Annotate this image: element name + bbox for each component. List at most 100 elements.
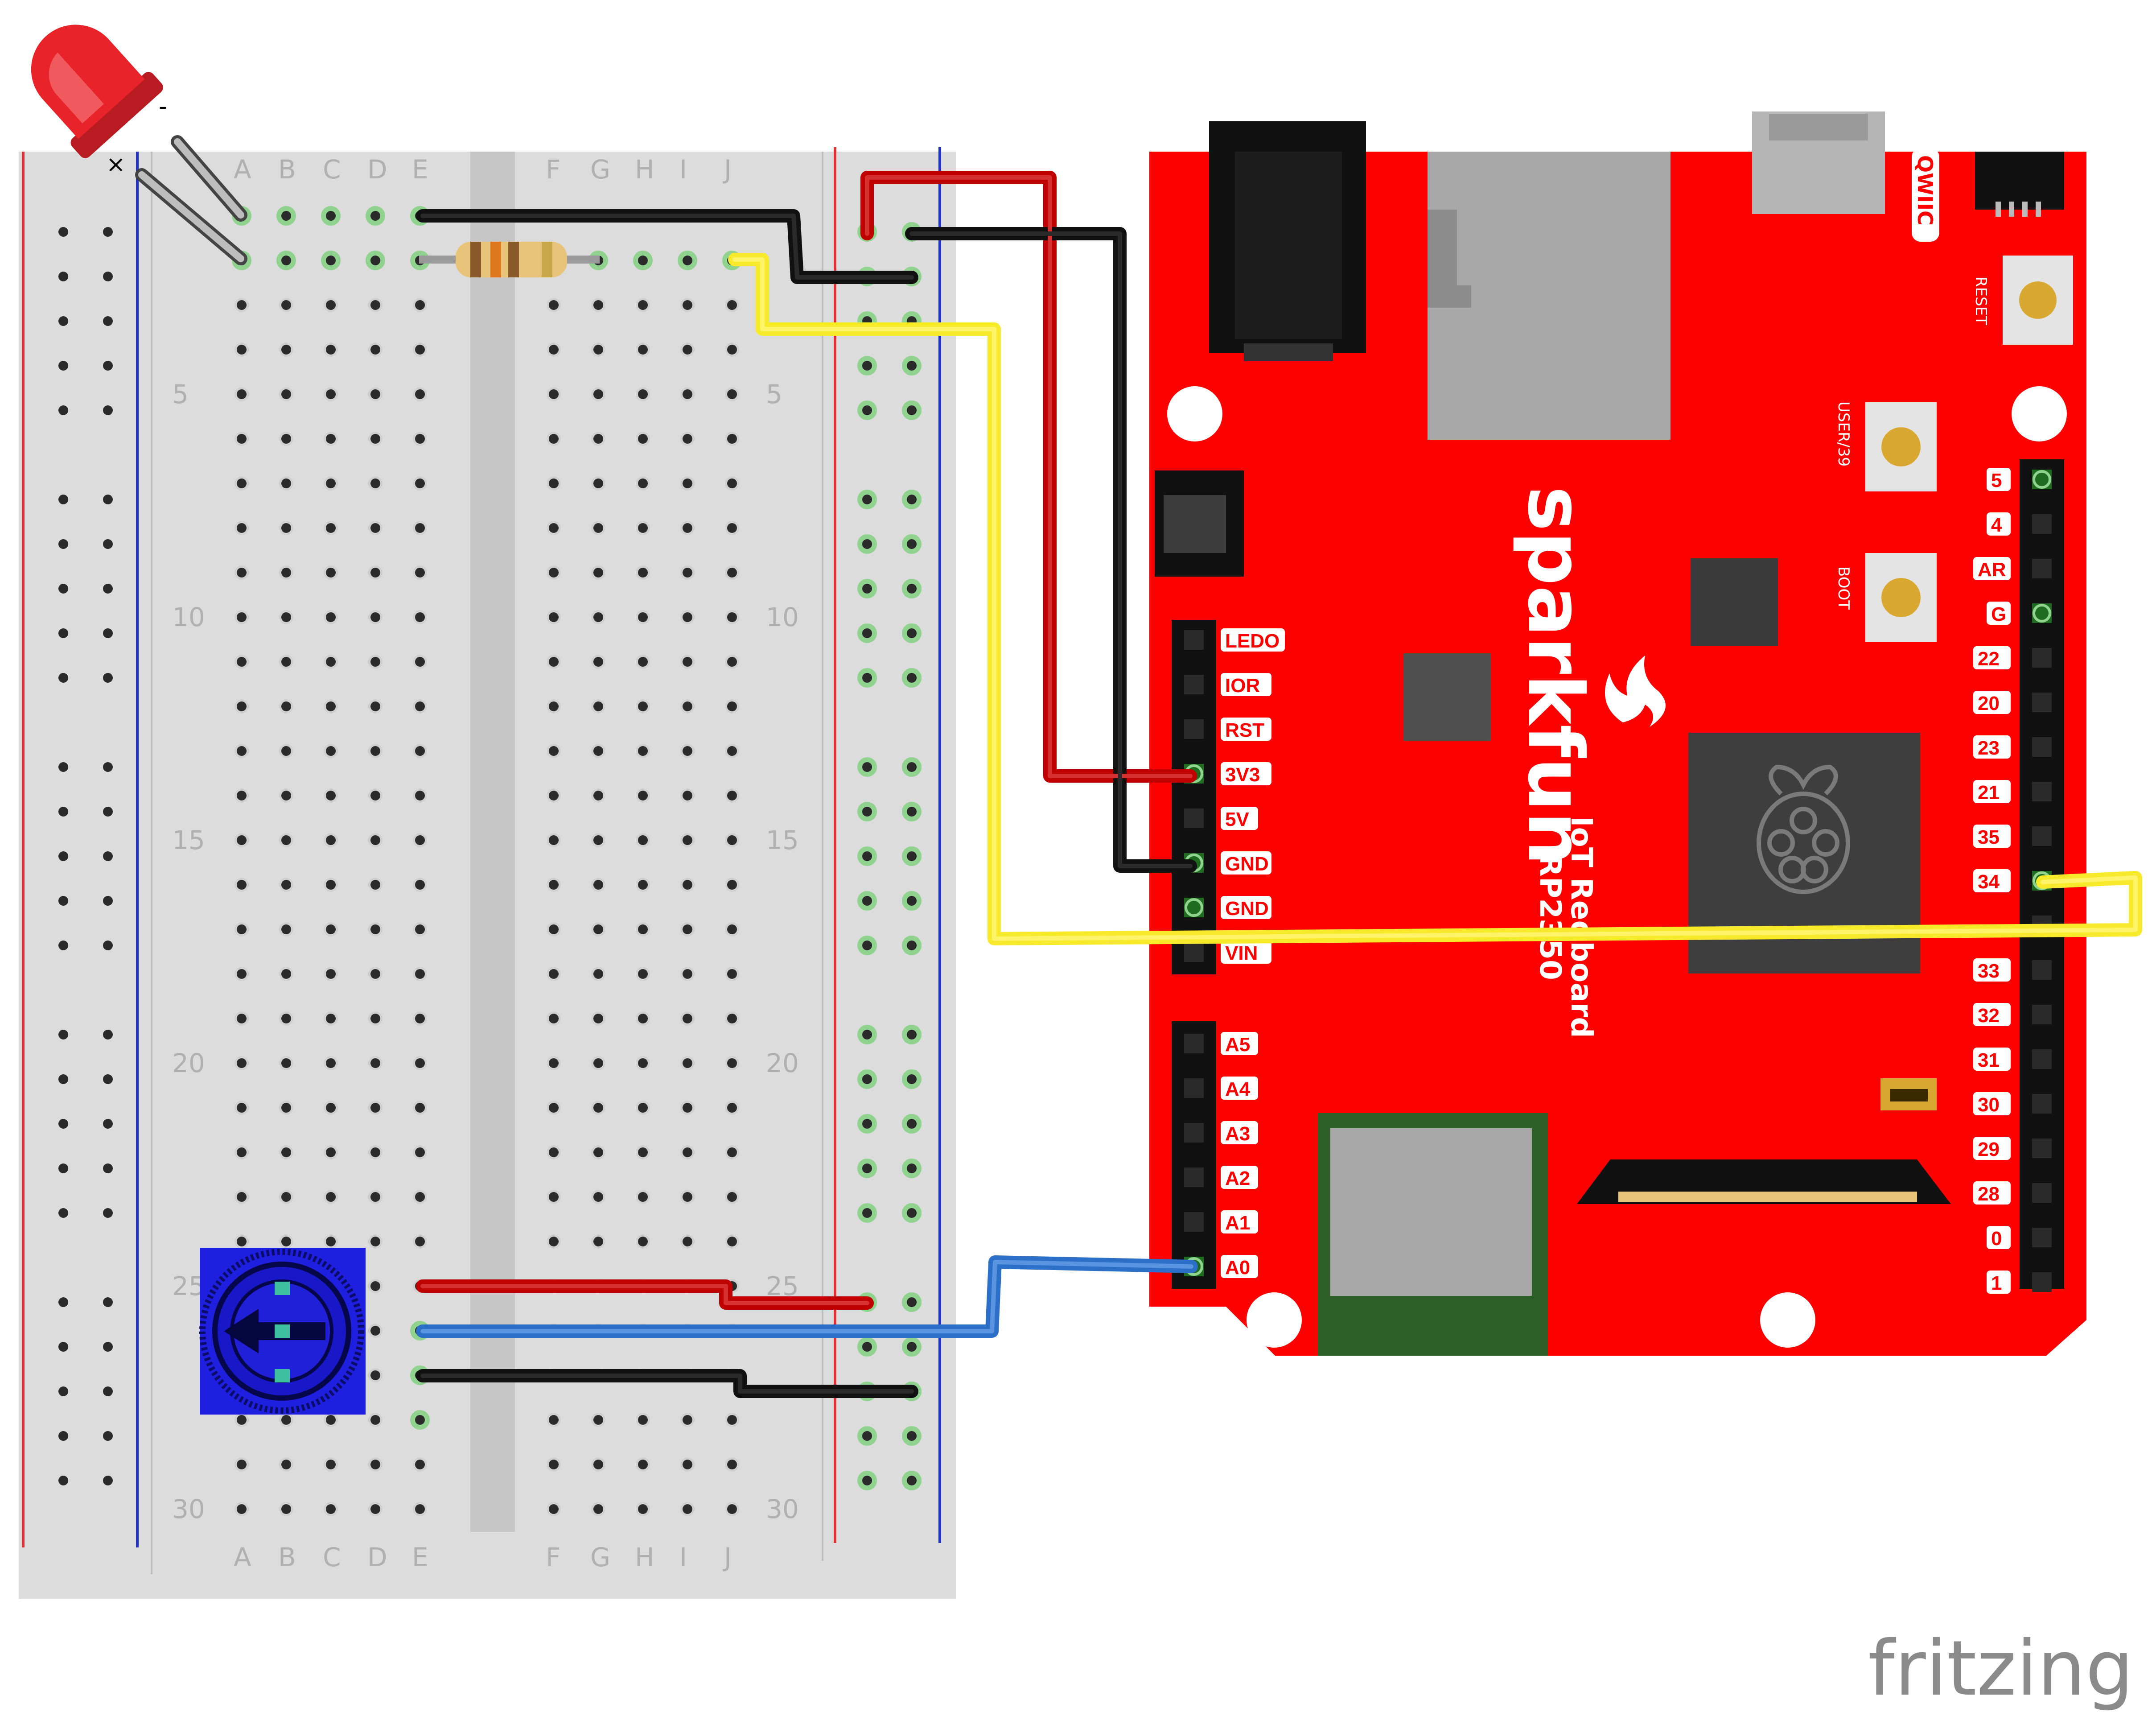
- breadboard-hole-center: [593, 1058, 603, 1068]
- pin-label-badge: [1221, 1255, 1258, 1278]
- breadboard-hole-center: [683, 746, 692, 756]
- breadboard-hole-center: [593, 835, 603, 845]
- breadboard-hole-center: [638, 256, 648, 265]
- breadboard-hole-center: [727, 701, 737, 711]
- led-minus-mark: -: [159, 93, 167, 120]
- rail-hole: [103, 762, 113, 772]
- header-pin: [1184, 719, 1204, 739]
- breadboard-hole-center: [683, 924, 692, 934]
- breadboard-hole-center: [281, 746, 291, 756]
- breadboard-hole-center: [549, 1237, 559, 1246]
- breadboard-hole-center: [281, 701, 291, 711]
- header-pin: [2032, 826, 2052, 846]
- boot-label: BOOT: [1835, 566, 1852, 610]
- breadboard-hole-center: [549, 1103, 559, 1113]
- pin-label-badge: [1221, 1077, 1258, 1100]
- breadboard-hole-center: [638, 969, 648, 979]
- rail-hole-center: [862, 405, 872, 415]
- breadboard-hole-center: [281, 612, 291, 622]
- rail-hole: [58, 1208, 68, 1218]
- rail-hole-center: [862, 1208, 872, 1218]
- breadboard-hole-center: [281, 345, 291, 355]
- breadboard-hole-center: [281, 657, 291, 667]
- rail-hole: [58, 762, 68, 772]
- breadboard-hole-center: [281, 1192, 291, 1202]
- row-number: 5: [766, 379, 782, 409]
- breadboard-hole-center: [638, 1415, 648, 1425]
- right-header-pin-label: 34: [1978, 871, 2000, 893]
- breadboard-hole-center: [415, 345, 425, 355]
- breadboard-hole-center: [326, 746, 336, 756]
- breadboard-hole-center: [727, 1014, 737, 1023]
- right-header-pin-label: 20: [1978, 693, 2000, 714]
- rail-hole: [103, 272, 113, 281]
- breadboard-hole-center: [683, 657, 692, 667]
- breadboard-hole-center: [415, 1103, 425, 1113]
- rail-hole: [58, 227, 68, 237]
- breadboard-hole-center: [593, 345, 603, 355]
- right-header-pin-label: 32: [1978, 1005, 2000, 1027]
- rail-hole: [103, 851, 113, 861]
- column-letter: A: [234, 154, 251, 185]
- raspberry-pi-icon: [1757, 764, 1850, 894]
- pin-label-badge: [1987, 602, 2011, 625]
- breadboard-hole-center: [415, 791, 425, 800]
- breadboard-hole-center: [326, 300, 336, 310]
- breadboard-hole-center: [415, 300, 425, 310]
- breadboard-hole-center: [727, 924, 737, 934]
- breadboard-hole-center: [281, 300, 291, 310]
- header-pin-used: [1185, 898, 1203, 917]
- header-pin: [1184, 1167, 1204, 1187]
- rail-hole: [58, 584, 68, 594]
- user-button-cap[interactable]: [1881, 427, 1921, 466]
- rail-hole: [58, 316, 68, 326]
- rail-hole: [103, 807, 113, 817]
- breadboard-hole-center: [549, 969, 559, 979]
- row-number: 15: [766, 825, 799, 855]
- header-pin: [2032, 1139, 2052, 1158]
- rail-hole-center: [862, 495, 872, 504]
- breadboard-hole-center: [281, 969, 291, 979]
- pin-label-badge: [1973, 1048, 2011, 1071]
- right-header-pin-label: 30: [1978, 1094, 2000, 1116]
- rail-hole: [103, 896, 113, 906]
- rail-hole-center: [907, 1297, 917, 1307]
- breadboard-hole-center: [237, 568, 247, 578]
- rail-hole-center: [907, 584, 917, 594]
- boot-button-cap[interactable]: [1881, 578, 1921, 617]
- breadboard-hole-center: [415, 1058, 425, 1068]
- breadboard-hole-center: [415, 746, 425, 756]
- breadboard-hole-center: [683, 880, 692, 890]
- breadboard-hole-center: [370, 1460, 380, 1469]
- breadboard-hole-center: [415, 1460, 425, 1469]
- left-header-pin-label: A1: [1225, 1212, 1250, 1234]
- rail-hole: [58, 1342, 68, 1352]
- resistor-band-4: [542, 242, 552, 277]
- reset-button-cap[interactable]: [2019, 281, 2057, 319]
- breadboard-hole-center: [638, 1460, 648, 1469]
- breadboard-hole-center: [683, 1147, 692, 1157]
- potentiometer-pin-3: [275, 1369, 290, 1382]
- breadboard-hole-center: [549, 791, 559, 800]
- rail-hole-center: [907, 495, 917, 504]
- breadboard-hole-center: [370, 924, 380, 934]
- breadboard-hole-center: [281, 389, 291, 399]
- breadboard-hole-center: [549, 880, 559, 890]
- breadboard-hole-center: [683, 568, 692, 578]
- brand-name: sparkfun: [1511, 486, 1599, 866]
- pin-label-badge: [1973, 1137, 2011, 1160]
- breadboard-hole-center: [370, 612, 380, 622]
- pin-label-badge: [1973, 825, 2011, 848]
- rail-hole-center: [907, 1074, 917, 1084]
- breadboard-hole-center: [370, 568, 380, 578]
- right-header-pin-label: 4: [1991, 514, 2002, 536]
- left-header-pin-label: GND: [1225, 898, 1269, 920]
- column-letter: I: [679, 154, 687, 185]
- rail-hole-center: [907, 405, 917, 415]
- header-pin: [2032, 737, 2052, 757]
- left-header-pin-label: A5: [1225, 1034, 1250, 1056]
- rail-hole-center: [862, 1030, 872, 1040]
- breadboard-hole-center: [683, 389, 692, 399]
- wire-highlights: [420, 175, 2138, 1394]
- header-pin: [2032, 693, 2052, 712]
